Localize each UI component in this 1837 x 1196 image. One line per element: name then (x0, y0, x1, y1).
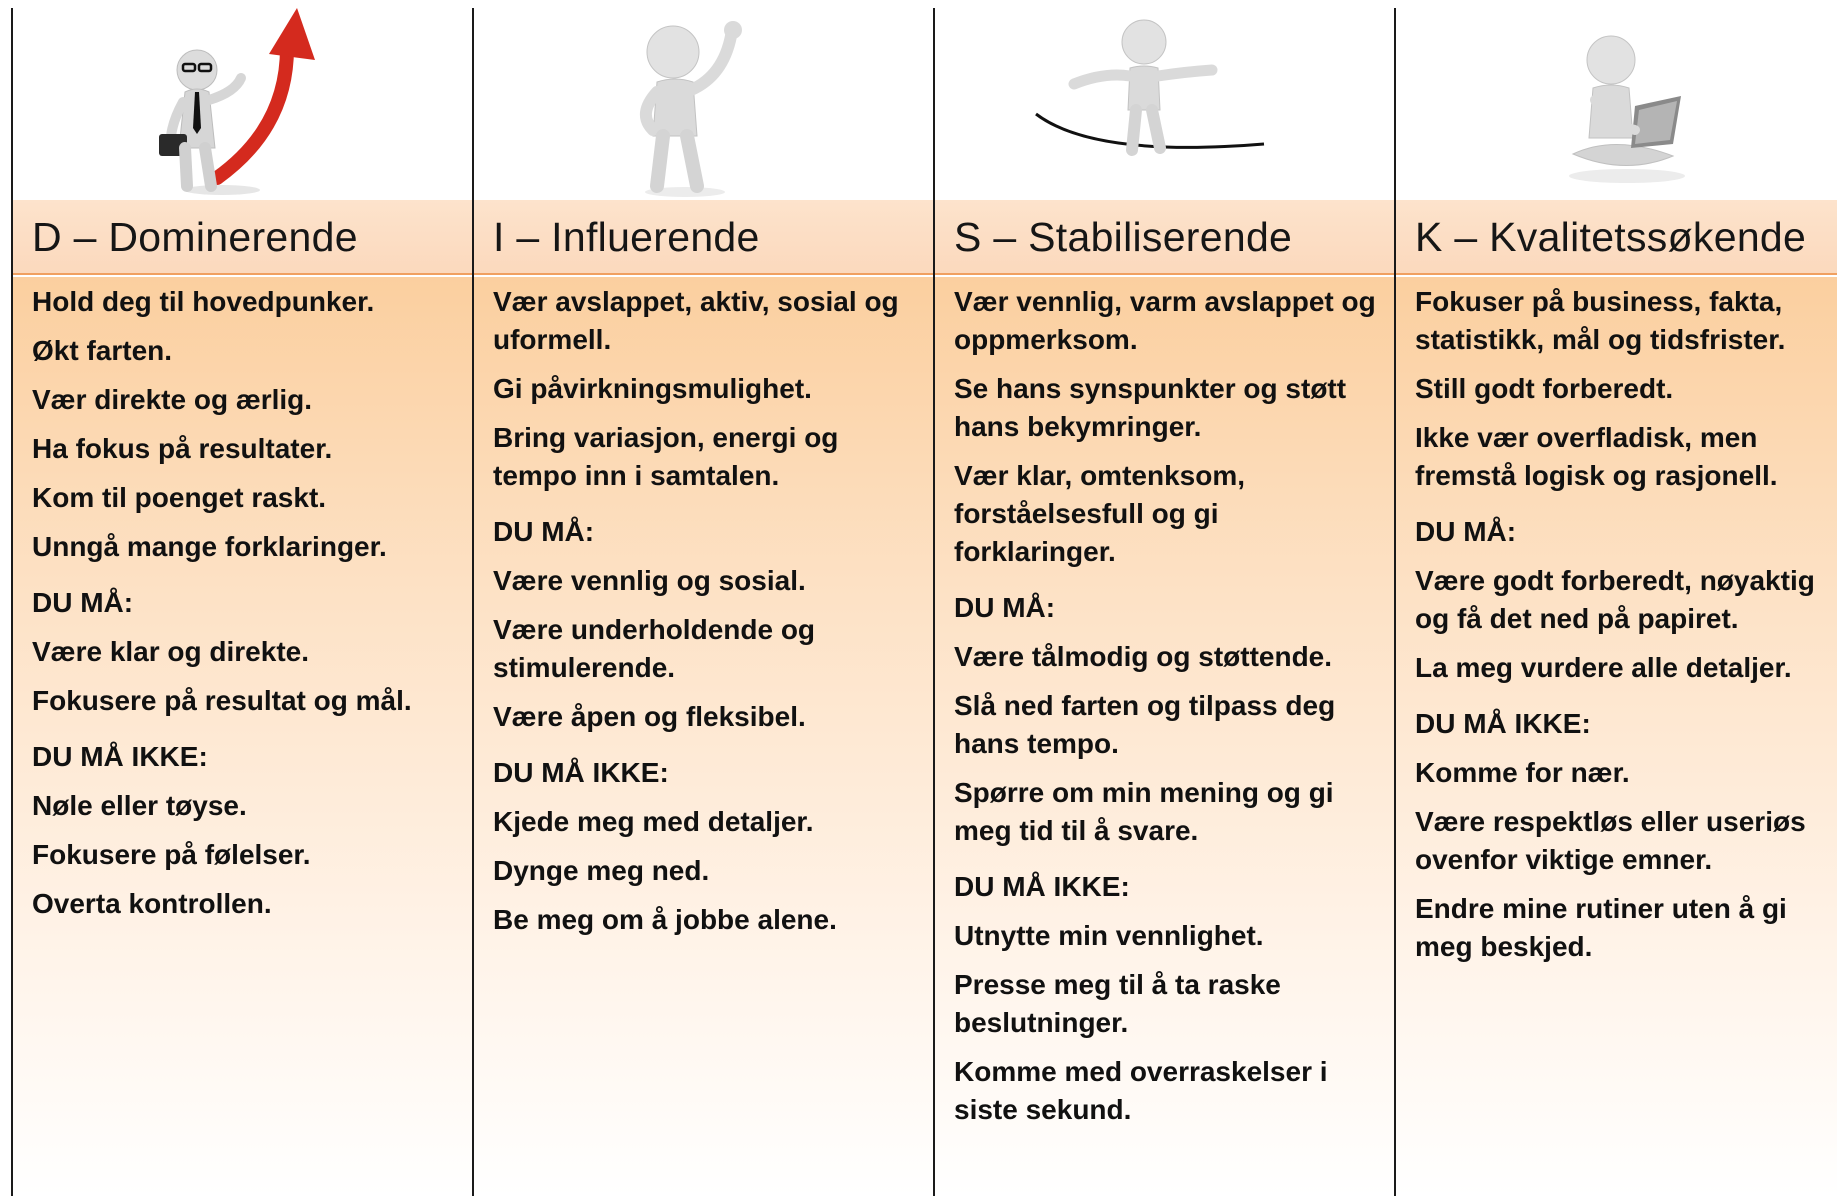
section-heading: DU MÅ: (1415, 516, 1517, 547)
section-heading: DU MÅ: (493, 516, 595, 547)
list-item: Presse meg til å ta raske beslutninger. (954, 969, 1281, 1038)
list-item: Be meg om å jobbe alene. (493, 904, 837, 935)
column-i-body (473, 277, 933, 1196)
list-item: Vær avslappet, aktiv, sosial og uformell… (493, 286, 899, 355)
column-s-header: S – Stabiliserende (934, 200, 1394, 275)
list-item: Vær direkte og ærlig. (32, 384, 313, 415)
column-s: S – Stabiliserende Vær vennlig, varm avs… (934, 0, 1394, 1196)
section-heading: DU MÅ IKKE: (1415, 708, 1591, 739)
section-heading: DU MÅ IKKE: (954, 871, 1130, 902)
column-i-illustration-area (473, 0, 933, 200)
list-item: Være underholdende og stimulerende. (493, 614, 816, 683)
laptop-figure-icon (1555, 26, 1705, 186)
list-item: Fokusere på resultat og mål. (32, 685, 412, 716)
column-k-body (1395, 277, 1837, 1196)
column-s-illustration-area (934, 0, 1394, 200)
list-item: Dynge meg ned. (493, 855, 710, 886)
divider-i-s (933, 8, 935, 1196)
column-d-illustration-area (12, 0, 472, 200)
businessman-rising-arrow-icon (157, 8, 327, 196)
list-item: Komme med overraskelser i siste sekund. (954, 1056, 1328, 1125)
list-item: Ha fokus på resultater. (32, 433, 333, 464)
list-item: Være godt forberedt, nøyaktig og få det … (1415, 565, 1815, 634)
list-item: Ikke vær overfladisk, men fremstå logisk… (1415, 422, 1778, 491)
divider-s-k (1394, 8, 1396, 1196)
column-k: K – Kvalitetssøkende Fokuser på business… (1395, 0, 1837, 1196)
balancing-figure-icon (1034, 18, 1274, 158)
list-item: Unngå mange forklaringer. (32, 531, 387, 562)
column-i-header: I – Influerende (473, 200, 933, 275)
column-d: D – Dominerende Hold deg til hovedpunker… (12, 0, 472, 1196)
column-s-lines: Vær vennlig, varm avslappet og oppmerkso… (954, 283, 1388, 1140)
column-s-title: S – Stabiliserende (954, 214, 1293, 260)
column-s-body (934, 277, 1394, 1196)
column-i-title: I – Influerende (493, 214, 760, 260)
list-item: Nøle eller tøyse. (32, 790, 247, 821)
list-item: Se hans synspunkter og støtt hans bekymr… (954, 373, 1347, 442)
list-item: Være åpen og fleksibel. (493, 701, 806, 732)
column-i: I – Influerende Vær avslappet, aktiv, so… (473, 0, 933, 1196)
column-d-lines: Hold deg til hovedpunker. Økt farten. Vær … (32, 283, 466, 934)
column-i-lines: Vær avslappet, aktiv, sosial og uformell… (493, 283, 927, 950)
list-item: Overta kontrollen. (32, 888, 272, 919)
list-item: Gi påvirkningsmulighet. (493, 373, 812, 404)
list-item: Fokuser på business, fakta, statistikk, … (1415, 286, 1786, 355)
divider-left (11, 8, 13, 1196)
section-heading: DU MÅ: (32, 587, 134, 618)
list-item: Være tålmodig og støttende. (954, 641, 1333, 672)
list-item: Hold deg til hovedpunker. (32, 286, 375, 317)
list-item: Kom til poenget raskt. (32, 482, 327, 513)
list-item: Kjede meg med detaljer. (493, 806, 814, 837)
list-item: Utnytte min vennlighet. (954, 920, 1264, 951)
column-d-title: D – Dominerende (32, 214, 358, 260)
list-item: Økt farten. (32, 335, 173, 366)
column-k-illustration-area (1395, 0, 1837, 200)
column-d-header: D – Dominerende (12, 200, 472, 275)
list-item: Være respektløs eller useriøs ovenfor vi… (1415, 806, 1806, 875)
list-item: Endre mine rutiner uten å gi meg beskjed… (1415, 893, 1787, 962)
section-heading: DU MÅ IKKE: (493, 757, 669, 788)
divider-d-i (472, 8, 474, 1196)
list-item: Vær klar, omtenksom, forståelsesfull og … (954, 460, 1246, 567)
section-heading: DU MÅ: (954, 592, 1056, 623)
list-item: Være klar og direkte. (32, 636, 310, 667)
list-item: Vær vennlig, varm avslappet og oppmerkso… (954, 286, 1376, 355)
column-k-lines: Fokuser på business, fakta, statistikk, … (1415, 283, 1831, 977)
list-item: Bring variasjon, energi og tempo inn i s… (493, 422, 839, 491)
list-item: La meg vurdere alle detaljer. (1415, 652, 1792, 683)
list-item: Være vennlig og sosial. (493, 565, 806, 596)
list-item: Fokusere på følelser. (32, 839, 311, 870)
column-d-body (12, 277, 472, 1196)
list-item: Komme for nær. (1415, 757, 1630, 788)
column-k-title: K – Kvalitetssøkende (1415, 214, 1807, 260)
waving-figure-icon (623, 18, 773, 198)
list-item: Slå ned farten og tilpass deg hans tempo… (954, 690, 1336, 759)
section-heading: DU MÅ IKKE: (32, 741, 208, 772)
list-item: Spørre om min mening og gi meg tid til å… (954, 777, 1334, 846)
list-item: Still godt forberedt. (1415, 373, 1674, 404)
column-k-header: K – Kvalitetssøkende (1395, 200, 1837, 275)
